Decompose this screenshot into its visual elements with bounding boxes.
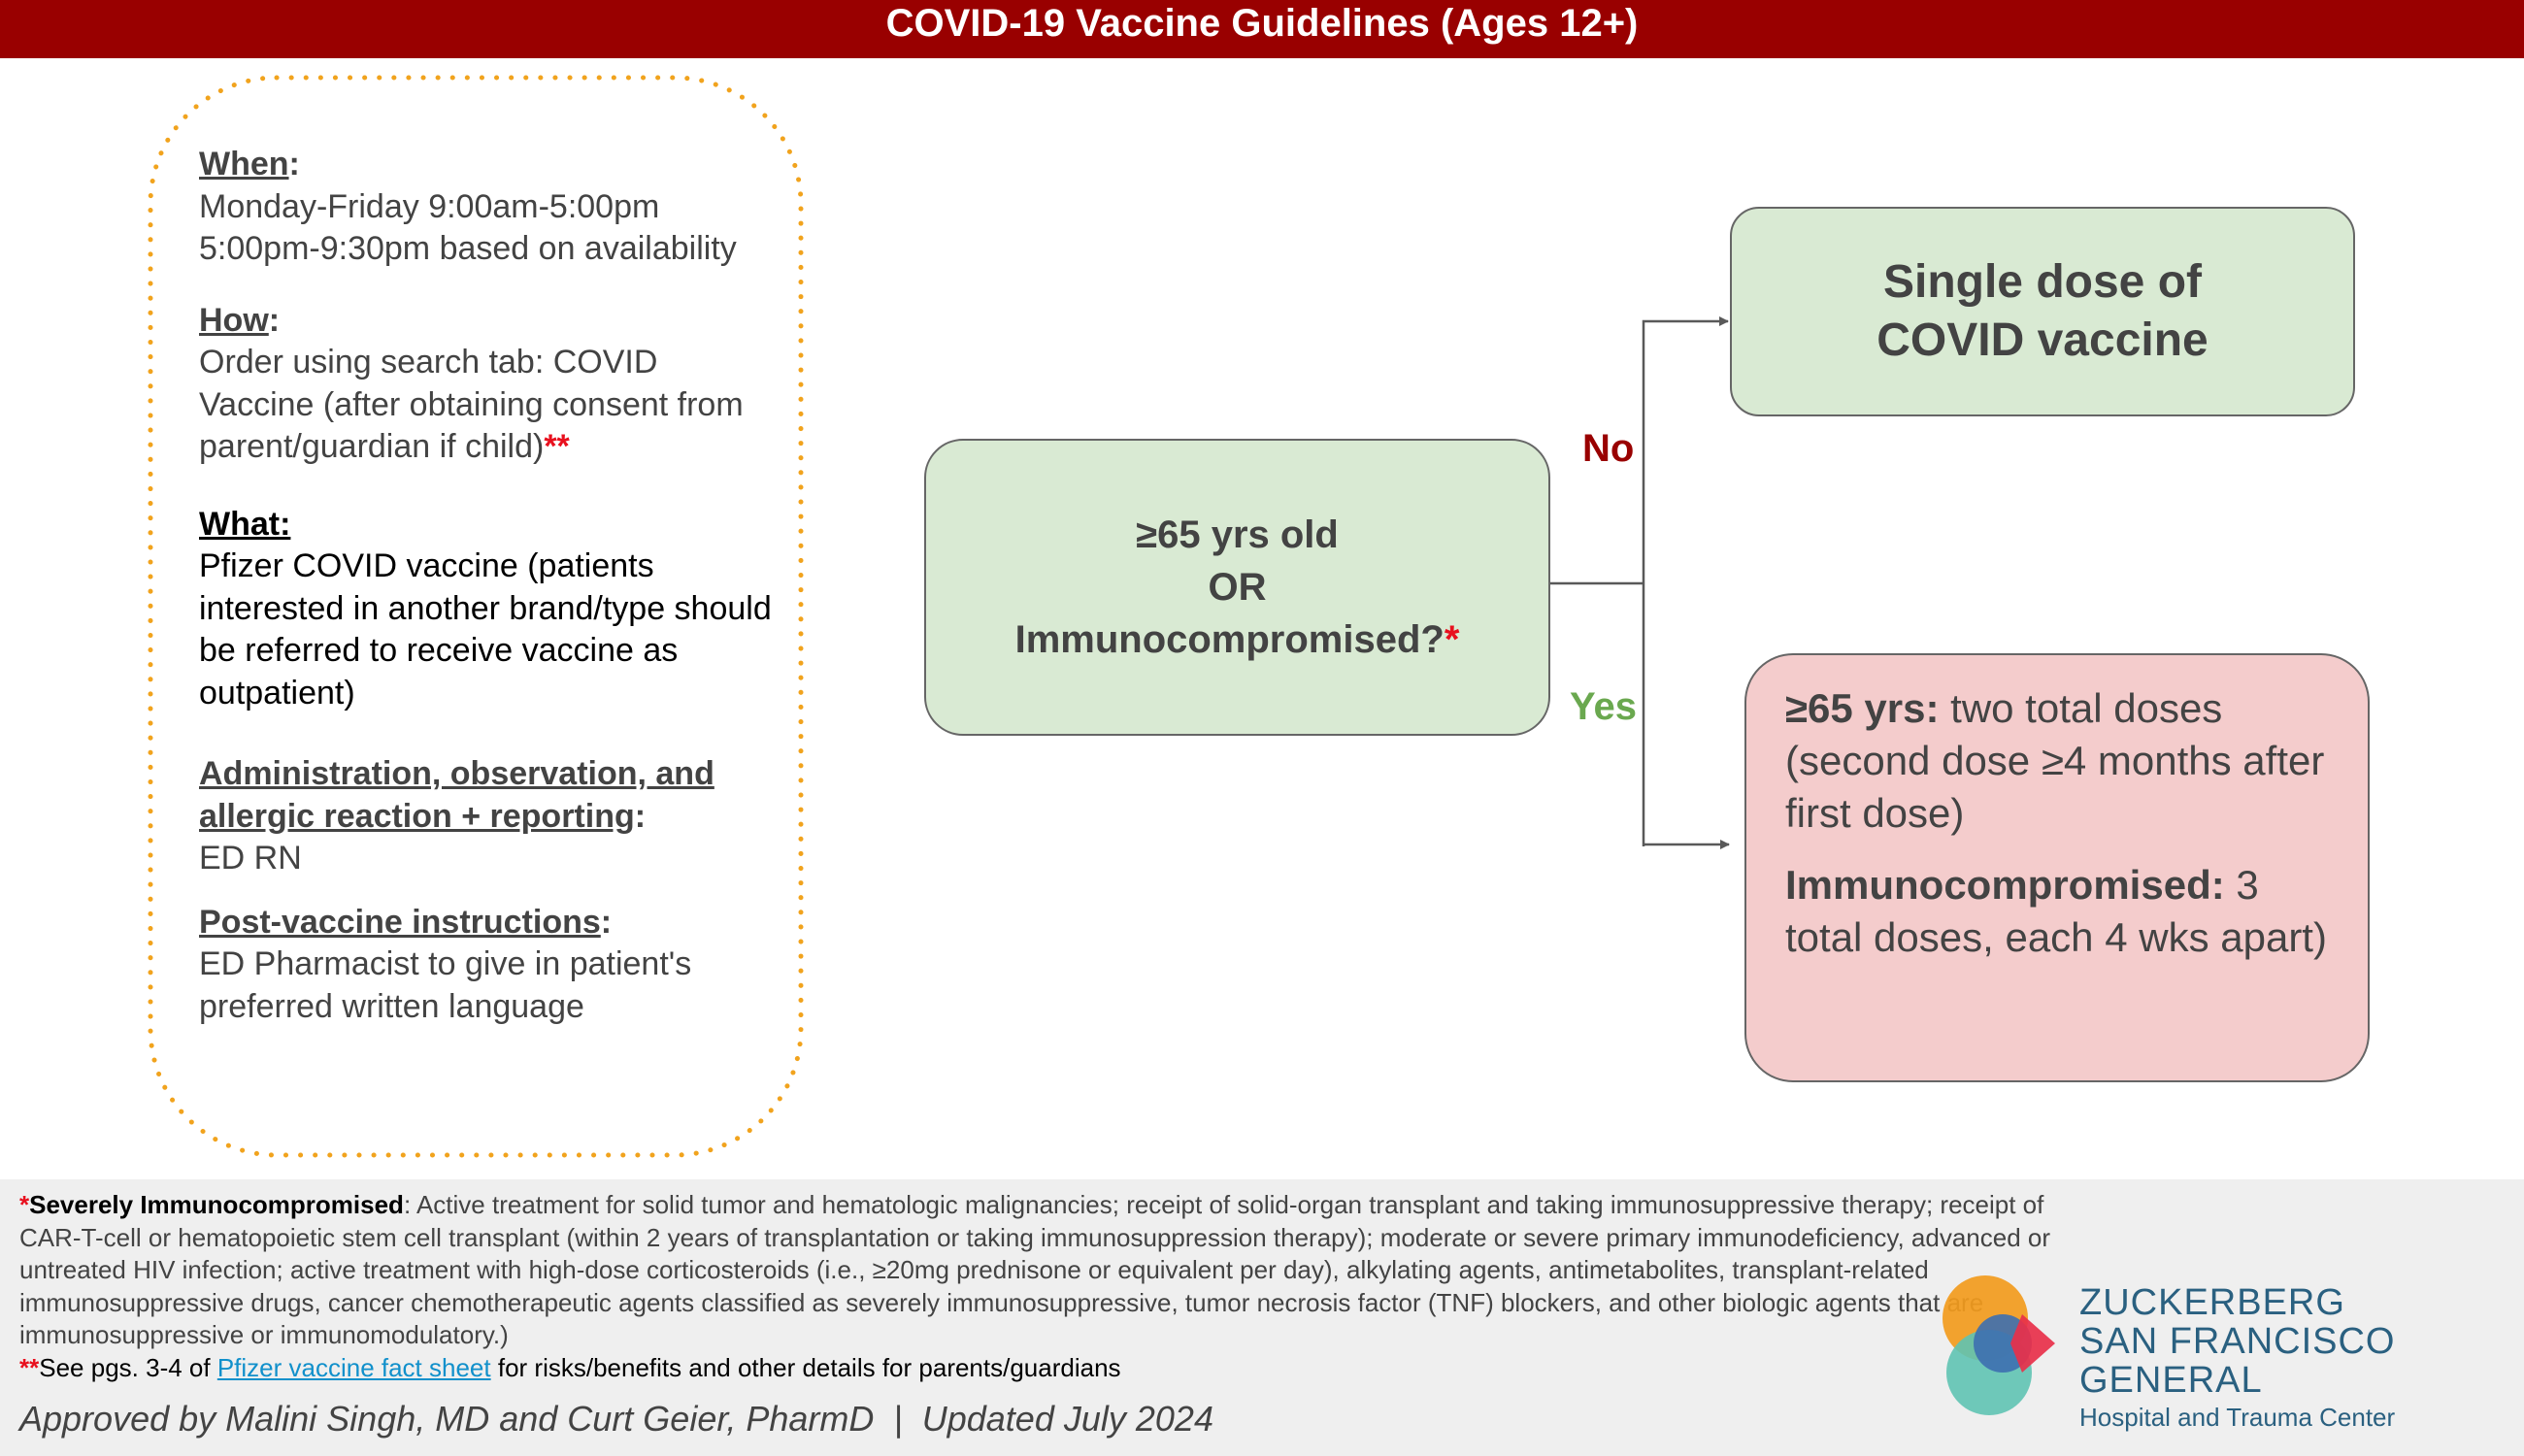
eligibility-question-box: ≥65 yrs old OR Immunocompromised?* bbox=[924, 439, 1550, 736]
administration-text: ED RN bbox=[199, 840, 302, 877]
footnote-fact-sheet: **See pgs. 3-4 of Pfizer vaccine fact sh… bbox=[19, 1352, 2097, 1385]
footnote-2-prefix: See pgs. 3-4 of bbox=[39, 1352, 217, 1382]
when-heading: When bbox=[199, 146, 289, 182]
administration-section: Administration, observation, and allergi… bbox=[199, 753, 781, 880]
page-title: COVID-19 Vaccine Guidelines (Ages 12+) bbox=[0, 0, 2524, 58]
footnote-1-marker: * bbox=[19, 1190, 30, 1219]
when-line-2: 5:00pm-9:30pm based on availability bbox=[199, 230, 737, 267]
immuno-dose-label: Immunocompromised: bbox=[1785, 862, 2225, 908]
logo-line-2: SAN FRANCISCO GENERAL bbox=[2079, 1321, 2396, 1401]
post-vaccine-section: Post-vaccine instructions: ED Pharmacist… bbox=[199, 902, 781, 1029]
logo-line-1: ZUCKERBERG bbox=[2079, 1282, 2345, 1323]
post-vaccine-text: ED Pharmacist to give in patient's prefe… bbox=[199, 945, 692, 1025]
footnote-1-text: : Active treatment for solid tumor and h… bbox=[19, 1190, 2051, 1349]
single-dose-line-2: COVID vaccine bbox=[1876, 314, 2208, 366]
what-section: What: Pfizer COVID vaccine (patients int… bbox=[199, 504, 781, 715]
post-vaccine-heading: Post-vaccine instructions bbox=[199, 903, 601, 941]
when-section: When: Monday-Friday 9:00am-5:00pm 5:00pm… bbox=[199, 144, 781, 271]
when-line-1: Monday-Friday 9:00am-5:00pm bbox=[199, 187, 660, 225]
administration-heading: Administration, observation, and allergi… bbox=[199, 755, 714, 835]
immuno-dose-text: Immunocompromised: 3 total doses, each 4… bbox=[1785, 859, 2333, 964]
single-dose-line-1: Single dose of bbox=[1882, 256, 2202, 308]
question-line-1: ≥65 yrs old bbox=[1136, 513, 1339, 556]
info-panel: When: Monday-Friday 9:00am-5:00pm 5:00pm… bbox=[199, 144, 781, 1057]
footnote-2-suffix: for risks/benefits and other details for… bbox=[490, 1352, 1121, 1382]
approval-line: Approved by Malini Singh, MD and Curt Ge… bbox=[19, 1399, 1213, 1439]
footnote-2-marker: ** bbox=[19, 1352, 40, 1382]
logo-line-3: Hospital and Trauma Center bbox=[2079, 1403, 2396, 1432]
zsfg-logo-mark-icon bbox=[1943, 1275, 2055, 1415]
branch-label-no: No bbox=[1582, 427, 1635, 470]
question-line-3: Immunocompromised? bbox=[1014, 618, 1445, 661]
pfizer-fact-sheet-link[interactable]: Pfizer vaccine fact sheet bbox=[216, 1352, 491, 1382]
zsfg-logo: ZUCKERBERG SAN FRANCISCO GENERAL Hospita… bbox=[1927, 1272, 2505, 1432]
zsfg-logo-text: ZUCKERBERG SAN FRANCISCO GENERAL Hospita… bbox=[2079, 1283, 2505, 1435]
single-dose-box: Single dose of COVID vaccine bbox=[1730, 207, 2355, 416]
how-text: Order using search tab: COVID Vaccine (a… bbox=[199, 344, 744, 465]
what-heading: What: bbox=[199, 505, 291, 543]
question-line-2: OR bbox=[1208, 566, 1267, 609]
age-dose-detail: two total doses (second dose ≥4 months a… bbox=[1785, 685, 2325, 836]
footnote-1-label: Severely Immunocompromised bbox=[29, 1190, 404, 1219]
info-panel-dotted-border bbox=[148, 75, 804, 1158]
what-text: Pfizer COVID vaccine (patients intereste… bbox=[199, 547, 772, 711]
branch-label-yes: Yes bbox=[1570, 685, 1637, 728]
age-dose-text: ≥65 yrs: two total doses (second dose ≥4… bbox=[1785, 682, 2333, 840]
how-heading: How bbox=[199, 301, 269, 339]
how-section: How: Order using search tab: COVID Vacci… bbox=[199, 301, 744, 466]
question-footnote-marker: * bbox=[1444, 618, 1460, 661]
multi-dose-box: ≥65 yrs: two total doses (second dose ≥4… bbox=[1744, 653, 2370, 1082]
footnotes: *Severely Immunocompromised: Active trea… bbox=[19, 1189, 2097, 1384]
age-dose-label: ≥65 yrs: bbox=[1785, 685, 1940, 731]
immuno-dose-detail: 3 total doses, each 4 wks apart) bbox=[1785, 862, 2327, 960]
how-footnote-marker: ** bbox=[544, 428, 570, 465]
footnote-immunocompromised: *Severely Immunocompromised: Active trea… bbox=[19, 1189, 2097, 1352]
footer: *Severely Immunocompromised: Active trea… bbox=[0, 1179, 2524, 1456]
